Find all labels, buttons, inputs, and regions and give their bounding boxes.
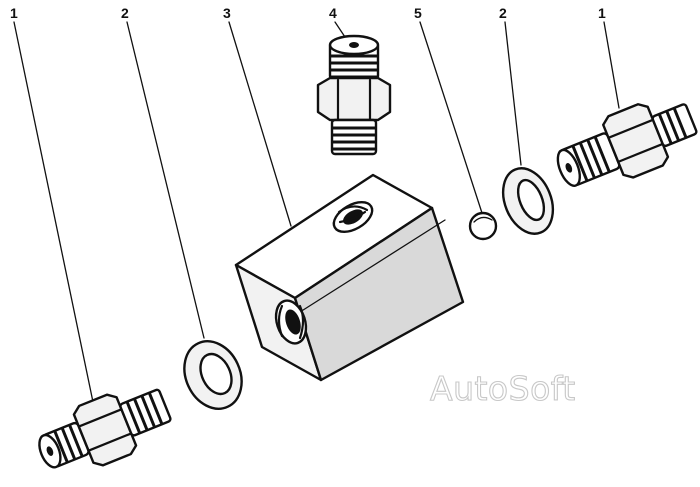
left-fitting-hex-edge-bottom: [88, 432, 132, 452]
right-fitting-right-thread-lines: [658, 107, 688, 145]
top-fitting-top-bore: [349, 42, 359, 48]
tee-front-port-thread: [277, 304, 305, 340]
callout-4: 4: [329, 5, 337, 21]
leader-line-3: [228, 21, 292, 227]
top-fitting: [316, 34, 392, 156]
leader-line-2-left: [126, 21, 205, 339]
right-fitting-left-thread-lines: [571, 136, 611, 182]
tee-front-port-bore: [285, 309, 301, 335]
callout-1-left: 1: [10, 5, 18, 21]
right-fitting: [556, 103, 698, 187]
left-fitting-left-bore: [46, 446, 54, 456]
leader-lines: [13, 21, 620, 403]
right-washer-hole: [516, 178, 546, 222]
watermark: AutoSoft: [430, 369, 576, 408]
left-fitting-right-thread-lines: [125, 392, 164, 434]
left-fitting: [38, 388, 172, 469]
callout-2-right: 2: [499, 5, 507, 21]
left-washer: [183, 340, 243, 410]
callout-labels: 1 2 3 4 5 2 1: [10, 5, 606, 21]
right-fitting-hex-nut: [602, 103, 670, 179]
leader-line-2-right: [504, 21, 522, 166]
leader-line-1-right: [603, 21, 620, 109]
right-fitting-hex-edge-top: [608, 119, 654, 139]
tee-body-edge-shade: [299, 219, 446, 313]
callout-5: 5: [414, 5, 422, 21]
tee-body: [234, 173, 465, 382]
leader-line-1-left: [13, 21, 94, 403]
leader-line-5: [419, 21, 483, 214]
tee-body-side-face: [293, 206, 465, 382]
top-fitting-hex-nut: [316, 76, 392, 122]
left-fitting-right-thread: [119, 388, 172, 437]
top-fitting-upper-thread-lines: [329, 54, 379, 79]
left-fitting-hex-edge-top: [78, 408, 122, 428]
top-fitting-lower-thread-lines: [331, 126, 377, 151]
left-fitting-hex-nut: [72, 393, 138, 467]
left-fitting-left-thread-lines: [53, 424, 84, 464]
callout-1-right: 1: [598, 5, 606, 21]
right-fitting-left-bore: [565, 163, 573, 173]
left-washer-hole: [199, 352, 233, 396]
callout-2-left: 2: [121, 5, 129, 21]
right-fitting-hex-edge-bottom: [618, 143, 663, 163]
callout-3: 3: [223, 5, 231, 21]
tee-top-port-thread: [337, 205, 369, 224]
right-washer: [501, 167, 555, 235]
ball: [468, 211, 498, 241]
check-ball-shade: [473, 216, 493, 223]
